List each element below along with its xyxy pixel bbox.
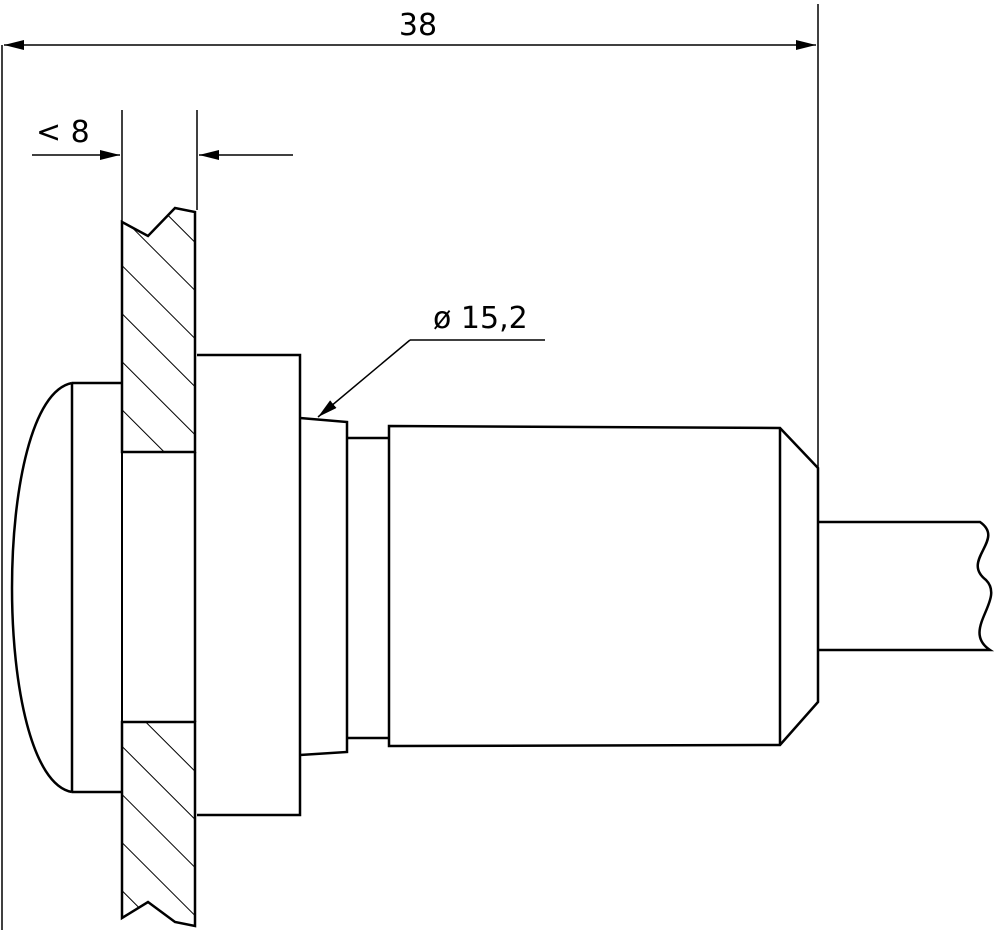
lens-cap	[10, 381, 122, 794]
neck-body	[299, 416, 349, 757]
callout-leader	[317, 339, 411, 418]
lens-collar	[70, 381, 122, 794]
neck-step	[347, 436, 389, 740]
lens-dome	[10, 381, 73, 794]
overall-length-label: 38	[399, 8, 437, 43]
terminal-outline	[818, 520, 995, 652]
mounting-panel	[120, 206, 197, 928]
threaded-neck	[299, 416, 389, 757]
panel-section-upper	[120, 206, 197, 454]
diameter-label: ø 15,2	[433, 301, 528, 336]
panel-thickness-label: < 8	[36, 115, 90, 150]
panel-thickness-dimension: < 8	[32, 110, 293, 222]
overall-length-dimension: 38	[1, 4, 819, 930]
lamp-body-outline	[387, 424, 820, 748]
panel-section-lower	[120, 720, 197, 928]
lamp-body	[387, 424, 820, 748]
shoulder-flange	[197, 353, 302, 817]
terminal-tab	[818, 520, 995, 652]
diameter-callout: ø 15,2	[317, 301, 545, 418]
housing-shoulder	[193, 353, 302, 817]
